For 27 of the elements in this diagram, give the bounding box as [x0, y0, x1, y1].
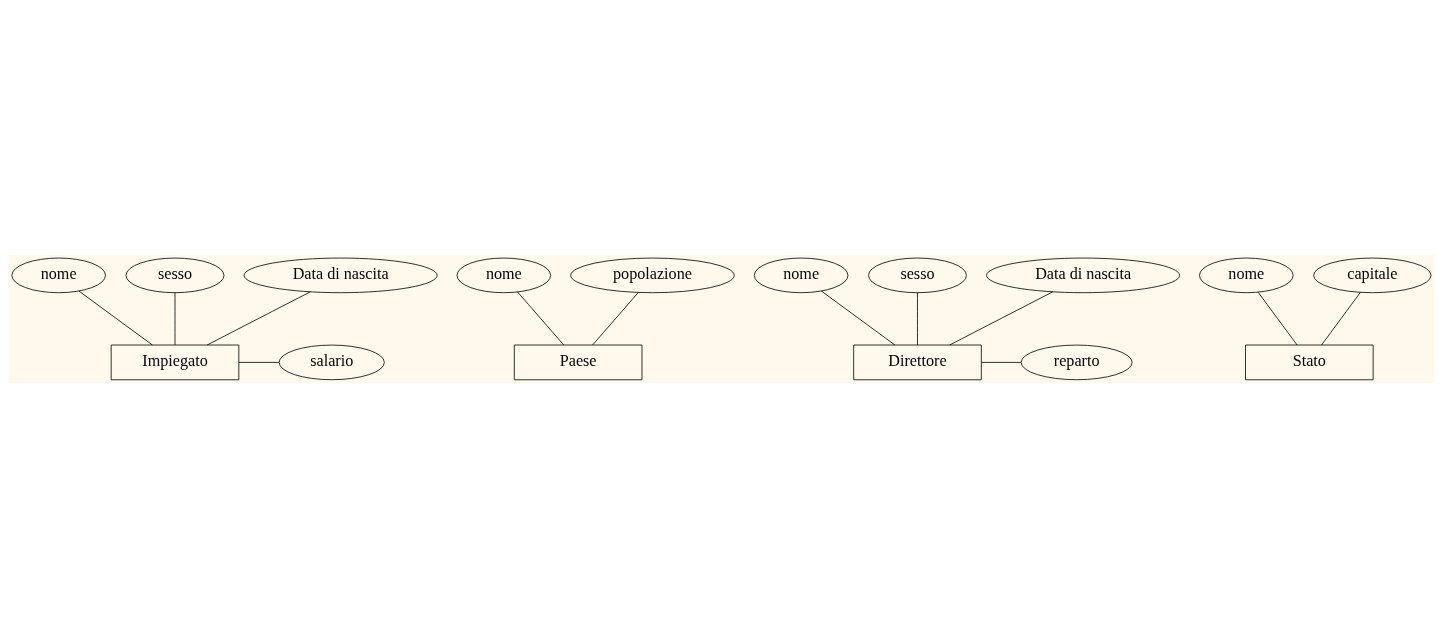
node-ellipse: popolazione: [570, 257, 735, 293]
connector: [1321, 291, 1361, 345]
node-ellipse: sesso: [125, 257, 225, 293]
connector: [917, 291, 918, 345]
node-ellipse: nome: [11, 257, 106, 293]
node-box: Paese: [513, 344, 643, 380]
node-ellipse: capitale: [1313, 257, 1432, 293]
connector: [238, 361, 280, 363]
connector: [949, 290, 1054, 345]
connector: [981, 361, 1022, 363]
connector: [821, 290, 896, 345]
connector: [1257, 291, 1298, 345]
node-ellipse: nome: [1199, 257, 1294, 293]
node-box: Direttore: [853, 344, 982, 380]
connector: [592, 291, 639, 345]
node-ellipse: sesso: [868, 257, 967, 293]
node-ellipse: salario: [278, 344, 385, 380]
node-ellipse: nome: [753, 257, 849, 293]
node-ellipse: nome: [456, 257, 552, 293]
node-box: Impiegato: [110, 344, 240, 380]
node-ellipse: reparto: [1020, 344, 1133, 380]
node-ellipse: Data di nascita: [243, 257, 438, 293]
node-ellipse: Data di nascita: [986, 257, 1181, 293]
connector: [78, 290, 153, 345]
connector: [517, 290, 564, 345]
node-box: Stato: [1245, 344, 1374, 380]
connector: [206, 290, 311, 345]
